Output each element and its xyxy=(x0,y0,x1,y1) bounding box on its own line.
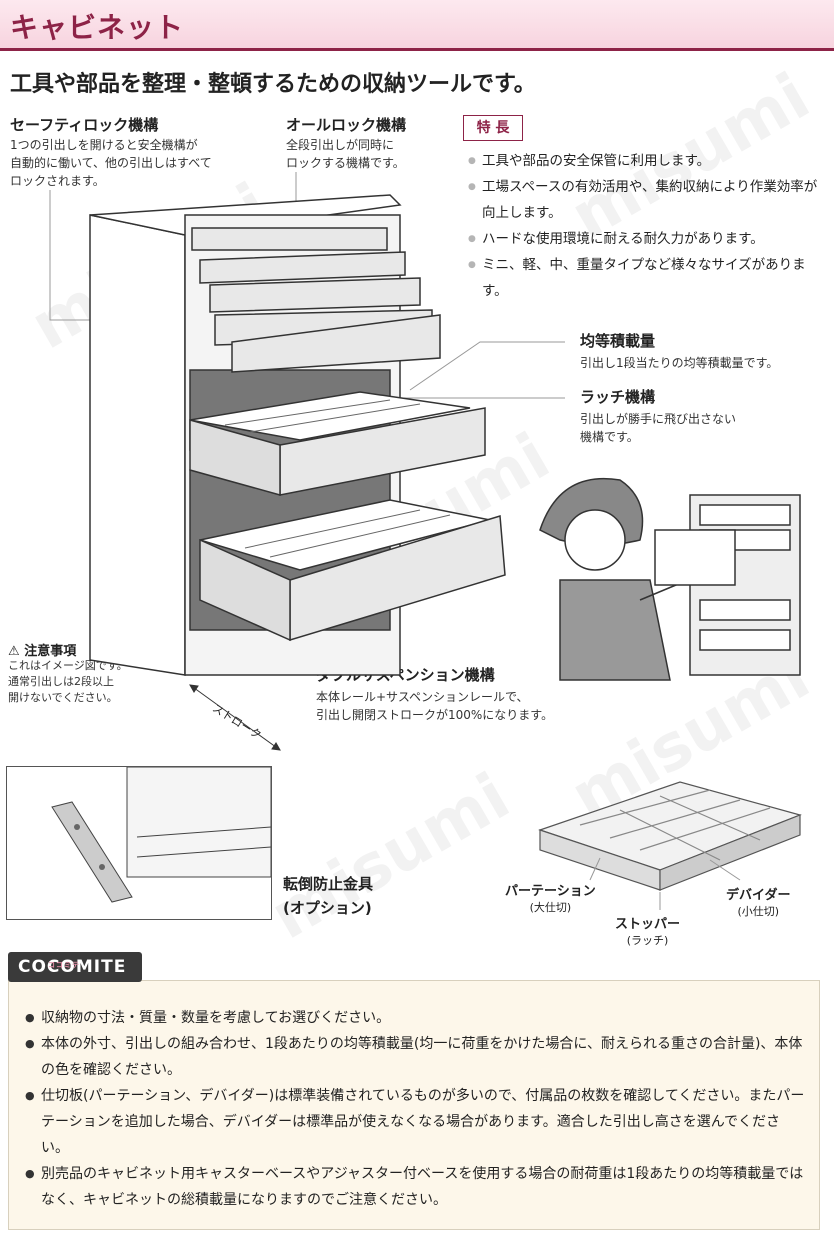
partition-sub: (大仕切) xyxy=(529,901,572,914)
cocomite-logo-text: COCOMITE xyxy=(18,957,127,977)
caution-text: これはイメージ図です。 通常引出しは2段以上 開けないでください。 xyxy=(8,659,128,704)
cocomite-list: 収納物の寸法・質量・数量を考慮してお選びください。 本体の外寸、引出しの組み合わ… xyxy=(9,991,819,1213)
stopper-label: ストッパー (ラッチ) xyxy=(615,913,680,948)
feature-item: ミニ、軽、中、重量タイプなど様々なサイズがあります。 xyxy=(468,252,828,304)
warning-icon: ⚠ xyxy=(8,644,20,659)
tip-stopper-line1: 転倒防止金具 xyxy=(283,875,374,893)
cocomite-logo: ココミテ COCOMITE xyxy=(8,952,142,982)
small-cabinet xyxy=(655,495,800,675)
cocomite-item: 収納物の寸法・質量・数量を考慮してお選びください。 xyxy=(25,1005,805,1031)
features-badge: 特 長 xyxy=(463,115,523,141)
features-list: 工具や部品の安全保管に利用します。 工場スペースの有効活用や、集約収納により作業… xyxy=(468,148,828,304)
cocomite-logo-small: ココミテ xyxy=(48,961,80,969)
drawer-partitions xyxy=(225,400,450,557)
all-lock-text: 全段引出しが同時に ロックする機構です。 xyxy=(286,138,405,170)
caution-heading: ⚠ 注意事項 xyxy=(8,640,76,659)
partition-label: パーテーション (大仕切) xyxy=(505,880,596,915)
stroke-arrow xyxy=(190,685,280,750)
page-title: キャビネット xyxy=(10,11,185,44)
safety-lock-title: セーフティロック機構 xyxy=(10,116,159,134)
feature-item: 工具や部品の安全保管に利用します。 xyxy=(468,148,828,174)
double-suspension-text: 本体レール+サスペンションレールで、 引出し開閉ストロークが100%になります。 xyxy=(316,690,554,722)
cocomite-item: 本体の外寸、引出しの組み合わせ、1段あたりの均等積載量(均一に荷重をかけた場合に… xyxy=(25,1031,805,1083)
cocomite-panel: 収納物の寸法・質量・数量を考慮してお選びください。 本体の外寸、引出しの組み合わ… xyxy=(8,980,820,1230)
uniform-load-title: 均等積載量 xyxy=(580,332,656,350)
divider-sub: (小仕切) xyxy=(737,905,780,918)
tip-stopper-label: 転倒防止金具 (オプション) xyxy=(283,872,373,920)
person-illustration xyxy=(540,479,700,680)
caution-title: 注意事項 xyxy=(24,644,77,659)
cocomite-item: 別売品のキャビネット用キャスターベースやアジャスター付ベースを使用する場合の耐荷… xyxy=(25,1161,805,1213)
safety-lock-text: 1つの引出しを開けると安全機構が 自動的に働いて、他の引出しはすべて ロックされ… xyxy=(10,138,212,188)
all-lock-title: オールロック機構 xyxy=(286,116,407,134)
headline: 工具や部品を整理・整頓するための収納ツールです。 xyxy=(10,72,536,97)
feature-item: 工場スペースの有効活用や、集約収納により作業効率が向上します。 xyxy=(468,174,828,226)
feature-item: ハードな使用環境に耐える耐久力があります。 xyxy=(468,226,828,252)
divider-title: デバイダー xyxy=(726,888,791,903)
uniform-load-text: 引出し1段当たりの均等積載量です。 xyxy=(580,356,779,370)
cocomite-item: 仕切板(パーテーション、デバイダー)は標準装備されているものが多いので、付属品の… xyxy=(25,1083,805,1161)
divider-label: デバイダー (小仕切) xyxy=(726,884,790,919)
drawers xyxy=(190,228,505,640)
tip-stopper-illustration xyxy=(7,767,271,919)
uniform-load-leader xyxy=(410,342,565,390)
latch-title: ラッチ機構 xyxy=(580,388,656,406)
tip-stopper-box xyxy=(6,766,272,920)
partition-title: パーテーション xyxy=(505,884,596,899)
stopper-title: ストッパー xyxy=(615,917,681,932)
drawer-tray-illustration xyxy=(540,782,800,890)
latch-text: 引出しが勝手に飛び出さない 機構です。 xyxy=(580,412,737,444)
tip-stopper-line2: (オプション) xyxy=(283,899,372,917)
stopper-sub: (ラッチ) xyxy=(626,934,669,947)
title-bar: キャビネット xyxy=(0,0,834,51)
